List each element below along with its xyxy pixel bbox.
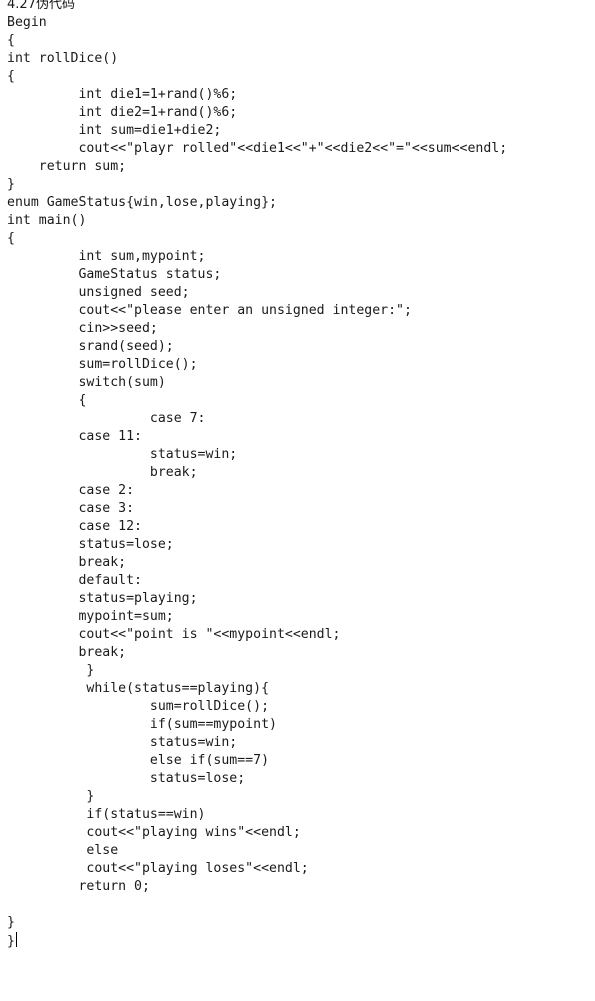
code-line: } — [7, 663, 95, 678]
code-line — [7, 896, 593, 914]
code-line: status=playing; — [7, 591, 198, 606]
code-line: cout<<"playing wins"<<endl; — [7, 825, 301, 840]
code-line: if(status==win) — [7, 807, 206, 822]
code-line: case 7: — [7, 411, 206, 426]
code-line: } — [7, 915, 15, 930]
code-line: sum=rollDice(); — [7, 699, 270, 714]
code-line: case 12: — [7, 519, 142, 534]
code-line: return 0; — [7, 879, 150, 894]
code-line: int die1=1+rand()%6; — [7, 87, 238, 102]
code-line: unsigned seed; — [7, 285, 190, 300]
text-cursor — [15, 932, 17, 947]
code-line: break; — [7, 645, 127, 660]
code-body: Begin { int rollDice() { int die1=1+rand()%… — [7, 14, 593, 950]
code-line: if(sum==mypoint) — [7, 717, 277, 732]
code-line: case 2: — [7, 483, 135, 498]
document-editor[interactable]: 4.27伪代码 Begin { int rollDice() { int die1=1… — [7, 0, 593, 950]
code-line: cout<<"please enter an unsigned integer:… — [7, 303, 412, 318]
code-line: srand(seed); — [7, 339, 174, 354]
code-line: status=lose; — [7, 537, 174, 552]
code-line: cout<<"playr rolled"<<die1<<"+"<<die2<<"… — [7, 141, 508, 156]
code-line: else if(sum==7) — [7, 753, 270, 768]
code-line: cout<<"playing loses"<<endl; — [7, 861, 309, 876]
code-line: return sum; — [7, 159, 127, 174]
code-line: cin>>seed; — [7, 321, 158, 336]
code-line: case 11: — [7, 429, 142, 444]
code-line: int sum,mypoint; — [7, 249, 206, 264]
code-line: status=win; — [7, 447, 238, 462]
code-line: else — [7, 843, 119, 858]
code-line: switch(sum) — [7, 375, 166, 390]
code-line: { — [7, 33, 15, 48]
code-line: { — [7, 69, 15, 84]
code-line: break; — [7, 465, 198, 480]
code-line: sum=rollDice(); — [7, 357, 198, 372]
code-line: break; — [7, 555, 127, 570]
code-line: { — [7, 393, 87, 408]
code-line: cout<<"point is "<<mypoint<<endl; — [7, 627, 341, 642]
code-line: } — [7, 177, 15, 192]
code-line: } — [7, 789, 95, 804]
code-line: Begin — [7, 15, 47, 30]
code-line: status=win; — [7, 735, 238, 750]
document-title: 4.27伪代码 — [7, 0, 75, 12]
code-line: int rollDice() — [7, 51, 119, 66]
code-line: status=lose; — [7, 771, 246, 786]
code-line: default: — [7, 573, 142, 588]
code-line: case 3: — [7, 501, 135, 516]
code-line: while(status==playing){ — [7, 681, 270, 696]
code-line: int sum=die1+die2; — [7, 123, 222, 138]
code-line: int main() — [7, 213, 87, 228]
code-line: int die2=1+rand()%6; — [7, 105, 238, 120]
code-line: GameStatus status; — [7, 267, 222, 282]
code-line: enum GameStatus{win,lose,playing}; — [7, 195, 277, 210]
code-line: } — [7, 932, 17, 949]
code-line: { — [7, 231, 15, 246]
code-line: mypoint=sum; — [7, 609, 174, 624]
